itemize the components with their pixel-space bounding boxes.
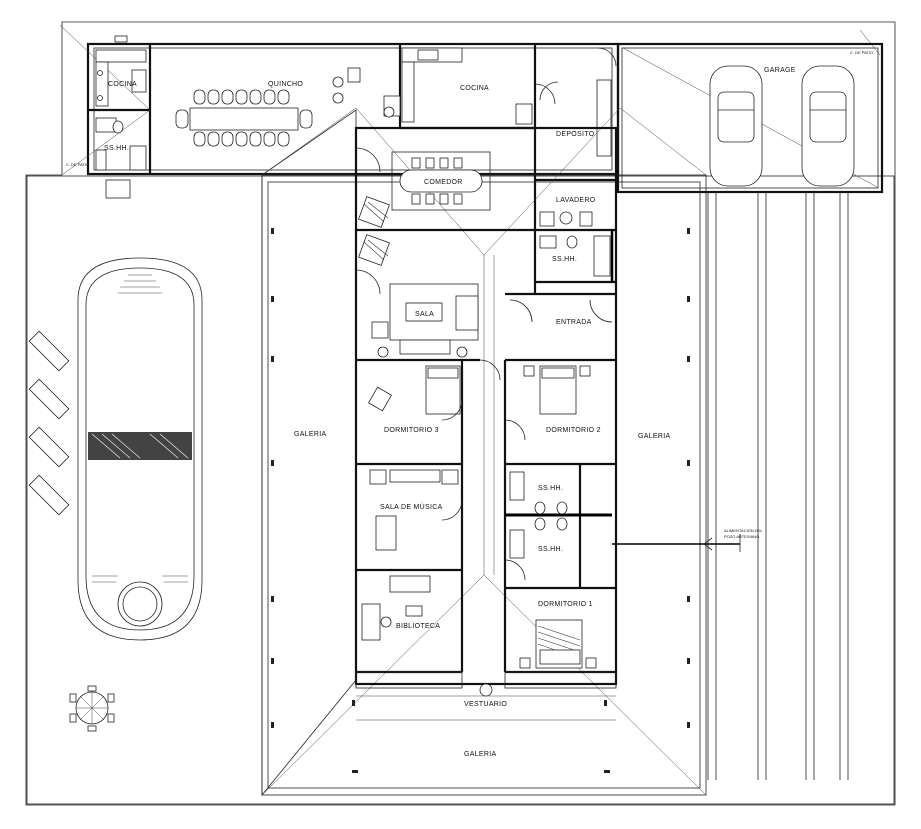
label-biblioteca: BIBLIOTECA	[396, 623, 440, 630]
dormitorio-1-furniture	[519, 619, 597, 669]
ss-hh-bath-fixtures	[509, 471, 568, 559]
vestuario-wardrobes	[355, 671, 617, 721]
car-2-icon	[801, 65, 855, 187]
quincho-chairs-top	[193, 89, 290, 105]
label-alimentacion-2: POZO ARTESIANO	[724, 534, 759, 539]
ss-hh-entrada-fixtures	[539, 235, 611, 277]
patio-umbrella-table	[69, 685, 115, 732]
ss-hh-quincho-fixtures	[95, 117, 147, 199]
door-swings	[355, 47, 617, 581]
label-deposito: DEPOSITO	[556, 131, 595, 138]
sala-musica-furniture	[369, 469, 459, 551]
label-c-de-patio-left: C. DE PATIO	[66, 162, 89, 167]
label-dormitorio-2: DORMITORIO 2	[546, 427, 601, 434]
biblioteca-furniture	[361, 575, 431, 641]
cocina-fixtures	[383, 47, 533, 125]
label-c-de-patio-right: C. DE PATIO	[850, 50, 873, 55]
label-sala-musica: SALA DE MÚSICA	[380, 502, 443, 511]
dormitorio-2-furniture	[523, 365, 591, 415]
car-1-icon	[709, 65, 763, 187]
shelf-hatch	[358, 196, 390, 266]
label-sala: SALA	[415, 311, 434, 318]
label-alimentacion-1: ALIMENTACION DEL	[724, 528, 763, 533]
garage	[616, 42, 884, 780]
quincho-table	[175, 67, 361, 147]
comedor-table	[391, 151, 491, 211]
label-galeria-right: GALERIA	[638, 433, 670, 440]
lot-boundary	[25, 21, 896, 806]
label-dormitorio-1: DORMITORIO 1	[538, 601, 593, 608]
pool-steps-bottom	[92, 575, 188, 583]
label-quincho: QUINCHO	[268, 81, 303, 88]
label-galeria-left: GALERIA	[294, 431, 326, 438]
label-vestuario: VESTUARIO	[464, 701, 507, 708]
dormitorio-3-furniture	[368, 365, 461, 415]
galeria-columns	[271, 228, 690, 773]
pool	[77, 257, 203, 641]
label-lavadero: LAVADERO	[556, 197, 596, 204]
label-cocina-quincho: COCINA	[108, 81, 137, 88]
label-entrada: ENTRADA	[556, 319, 592, 326]
label-galeria-bottom: GALERIA	[464, 751, 496, 758]
label-ss-hh-lower: SS.HH.	[538, 546, 563, 553]
label-cocina: COCINA	[460, 85, 489, 92]
label-ss-hh-quincho: SS.HH.	[104, 145, 129, 152]
sun-loungers	[28, 330, 70, 516]
room-labels: COCINA QUINCHO SS.HH. C. DE PATIO C. DE …	[66, 50, 873, 758]
label-dormitorio-3: DORMITORIO 3	[384, 427, 439, 434]
label-ss-hh-upper: SS.HH.	[538, 485, 563, 492]
label-comedor: COMEDOR	[424, 179, 463, 186]
pool-hatch	[91, 433, 189, 459]
quincho-chairs-bottom	[193, 131, 290, 147]
pool-steps-top	[118, 274, 162, 294]
label-garage: GARAGE	[764, 67, 796, 74]
label-ss-hh-entrada: SS.HH.	[552, 256, 577, 263]
lavadero-fixtures	[539, 211, 593, 227]
sala-furniture	[371, 283, 479, 358]
cocina-quincho-fixtures	[95, 35, 147, 107]
